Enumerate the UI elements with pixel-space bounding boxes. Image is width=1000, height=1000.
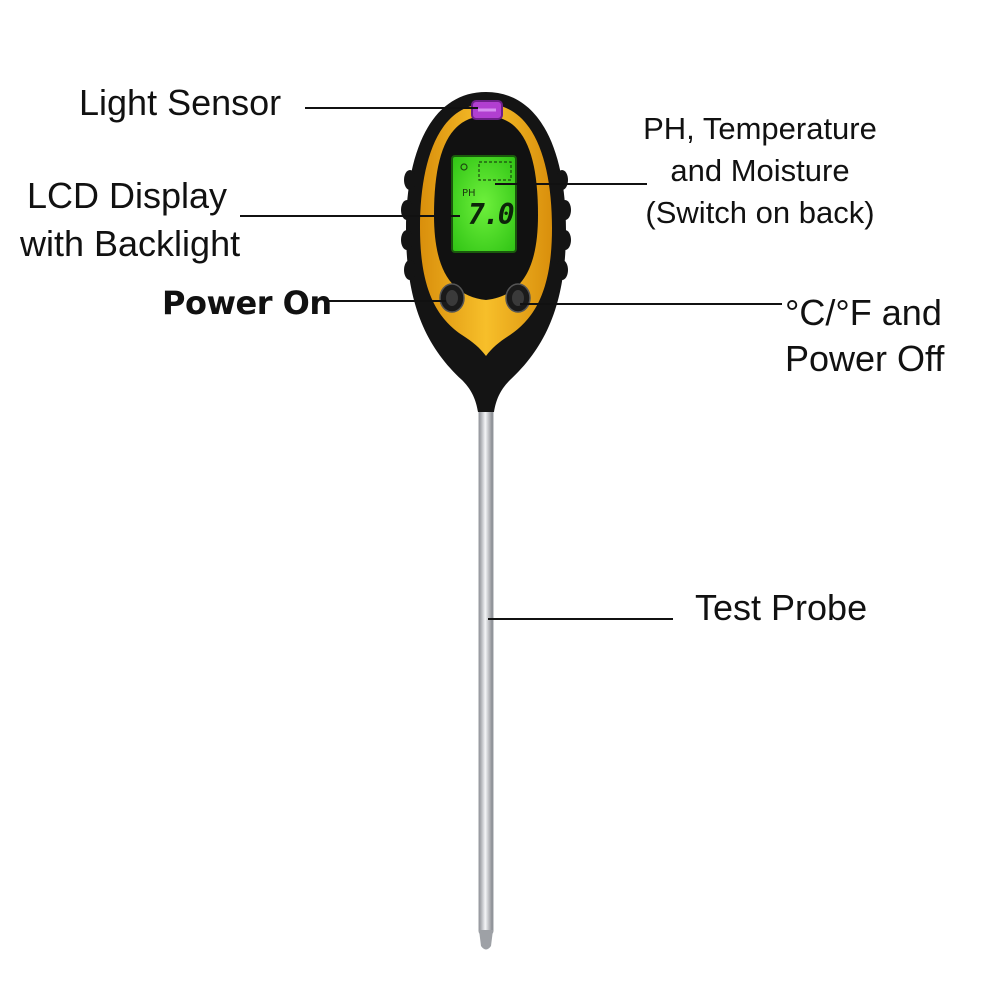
label-unit-line1: °C/°F and bbox=[785, 292, 942, 333]
label-light-sensor: Light Sensor bbox=[79, 82, 282, 123]
label-modes-line1: PH, Temperature bbox=[643, 111, 877, 146]
grip-ridges bbox=[401, 170, 571, 280]
label-unit-power-off: °C/°F and Power Off bbox=[785, 290, 944, 382]
label-modes-line2: and Moisture bbox=[670, 153, 850, 188]
lcd-reading: 7.0 bbox=[468, 198, 514, 231]
label-unit-line2: Power Off bbox=[785, 338, 945, 379]
sun-icon bbox=[460, 163, 468, 171]
label-lcd-line2: with Backlight bbox=[20, 223, 241, 264]
mode-indicator-box bbox=[478, 161, 512, 181]
power-on-button[interactable] bbox=[439, 283, 465, 313]
label-power-on: Power On bbox=[162, 284, 332, 322]
label-modes: PH, Temperature and Moisture (Switch on … bbox=[615, 108, 905, 234]
label-test-probe: Test Probe bbox=[695, 587, 868, 628]
label-lcd-line1: LCD Display bbox=[27, 175, 228, 216]
unit-power-off-button[interactable] bbox=[505, 283, 531, 313]
label-modes-line3: (Switch on back) bbox=[645, 195, 875, 230]
test-probe bbox=[478, 404, 494, 936]
label-lcd-display: LCD Display with Backlight bbox=[20, 172, 240, 268]
lcd-mode-text: PH bbox=[462, 188, 476, 199]
probe-tip bbox=[479, 930, 493, 950]
